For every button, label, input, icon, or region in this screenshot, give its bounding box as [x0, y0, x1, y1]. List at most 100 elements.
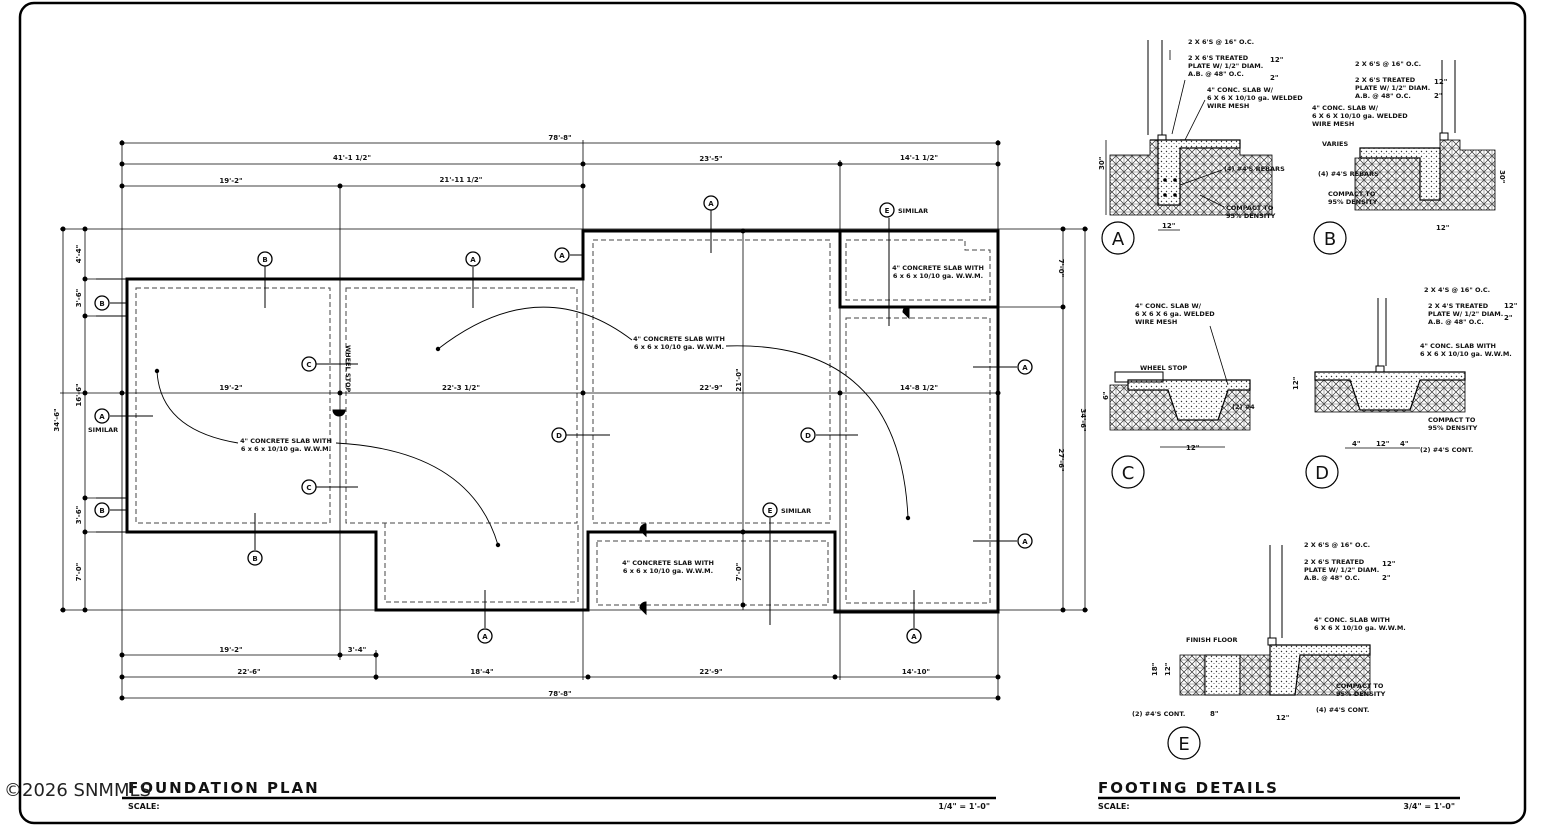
dim-left-3: 16'-6"	[75, 383, 83, 406]
detail-d-note-4: 4" CONC. SLAB WITH	[1420, 342, 1496, 350]
footing-scale-label: SCALE:	[1098, 802, 1130, 811]
detail-d-note-0: 2 X 4'S @ 16" O.C.	[1424, 286, 1490, 294]
detail-b-note-3: A.B. @ 48" O.C.	[1355, 92, 1411, 100]
svg-text:B: B	[99, 507, 104, 515]
footing-detail-d: 2 X 4'S @ 16" O.C. 2 X 4'S TREATED PLATE…	[1292, 286, 1517, 489]
detail-c-letter: C	[1122, 463, 1135, 484]
dim-bottom-row1-1: 19'-2"	[219, 646, 242, 654]
slab-note-3a: 4" CONCRETE SLAB WITH	[892, 264, 984, 272]
tag-a-7: A	[1017, 359, 1033, 375]
detail-c-note-2: WIRE MESH	[1135, 318, 1177, 326]
dim-right-overall: 34'-6"	[1079, 408, 1087, 431]
footing-details-title: FOOTING DETAILS	[1098, 779, 1279, 797]
tag-a-2: A	[703, 195, 719, 211]
foundation-scale-value: 1/4" = 1'-0"	[938, 802, 990, 811]
detail-a-dim-3: 12"	[1162, 222, 1175, 230]
slab-note-1b: 6 x 6 x 10/10 ga. W.W.M.	[634, 343, 724, 351]
detail-a-note-6: WIRE MESH	[1207, 102, 1249, 110]
copyright-watermark: ©2026 SNMMLS	[4, 780, 151, 801]
detail-c-dim-0: 12"	[1186, 444, 1199, 452]
detail-a-note-8: COMPACT TO	[1226, 204, 1274, 212]
dim-left-overall: 34'-6"	[53, 408, 61, 431]
detail-b-note-0: 2 X 6'S @ 16" O.C.	[1355, 60, 1421, 68]
detail-e-note-4: 4" CONC. SLAB WITH	[1314, 616, 1390, 624]
slab-note-1a: 4" CONCRETE SLAB WITH	[633, 335, 725, 343]
svg-text:D: D	[556, 432, 562, 440]
detail-d-dim-4: 12"	[1376, 440, 1389, 448]
detail-e-dim-2: 18"	[1151, 663, 1159, 676]
dim-bottom-row2-2: 18'-4"	[470, 668, 493, 676]
dim-interior-2: 22'-3 1/2"	[442, 384, 480, 392]
detail-b-note-2: PLATE W/ 1/2" DIAM.	[1355, 84, 1430, 92]
dim-bottom-row2-3: 22'-9"	[699, 668, 722, 676]
detail-e-note-1: 2 X 6'S TREATED	[1304, 558, 1365, 566]
detail-b-dim-1: 2"	[1434, 92, 1443, 100]
svg-text:C: C	[306, 361, 311, 369]
detail-a-note-2: PLATE W/ 1/2" DIAM.	[1188, 62, 1263, 70]
detail-b-note-9: COMPACT TO	[1328, 190, 1376, 198]
dim-interior-6: 7'-0"	[735, 563, 743, 581]
detail-b-dim-0: 12"	[1434, 78, 1447, 86]
svg-text:A: A	[482, 633, 488, 641]
foundation-scale-label: SCALE:	[128, 802, 160, 811]
svg-text:A: A	[99, 413, 105, 421]
detail-d-note-3: A.B. @ 48" O.C.	[1428, 318, 1484, 326]
detail-e-note-2: PLATE W/ 1/2" DIAM.	[1304, 566, 1379, 574]
tag-e-2: E	[879, 202, 895, 218]
dim-interior-4: 14'-8 1/2"	[900, 384, 938, 392]
detail-a-note-4: 4" CONC. SLAB W/	[1207, 86, 1274, 94]
tag-a-3: A	[554, 247, 570, 263]
detail-e-note-8: 95% DENSITY	[1336, 690, 1386, 698]
detail-c-note-3: WHEEL STOP	[1140, 364, 1188, 372]
tag-c-1: C	[301, 356, 317, 372]
tag-b-2: B	[94, 295, 110, 311]
tag-a-1: A	[465, 251, 481, 267]
tag-b-3: B	[94, 502, 110, 518]
dim-left-2: 3'-6"	[75, 289, 83, 307]
detail-a-note-7: (4) #4'S REBARS	[1224, 165, 1285, 173]
detail-d-dim-3: 4"	[1352, 440, 1361, 448]
detail-d-note-2: PLATE W/ 1/2" DIAM.	[1428, 310, 1503, 318]
detail-e-note-3: A.B. @ 48" O.C.	[1304, 574, 1360, 582]
dim-bottom-row2-4: 14'-10"	[902, 668, 930, 676]
detail-b-note-1: 2 X 6'S TREATED	[1355, 76, 1416, 84]
detail-c-note-1: 6 X 6 X 6 ga. WELDED	[1135, 310, 1215, 318]
detail-e-note-10: (4) #4'S CONT.	[1316, 706, 1369, 714]
slab-dash-6	[845, 317, 991, 604]
detail-b-note-4: 4" CONC. SLAB W/	[1312, 104, 1379, 112]
foundation-plan: 78'-8" 41'-1 1/2" 23'-5" 14'-1 1/2" 19'-…	[53, 134, 1088, 811]
slab-note-3b: 6 x 6 x 10/10 ga. W.W.M.	[893, 272, 983, 280]
detail-d-dim-5: 4"	[1400, 440, 1409, 448]
dim-bottom-row1-2: 3'-4"	[348, 646, 366, 654]
svg-text:E: E	[885, 207, 890, 215]
detail-e-dim-5: 12"	[1276, 714, 1289, 722]
detail-e-dim-0: 12"	[1382, 560, 1395, 568]
tag-d-2: D	[800, 427, 816, 443]
detail-b-letter: B	[1324, 229, 1336, 250]
slab-dash-1	[135, 287, 331, 524]
dim-top-row3-1: 19'-2"	[219, 177, 242, 185]
detail-b-note-5: 6 X 6 X 10/10 ga. WELDED	[1312, 112, 1408, 120]
svg-text:A: A	[1022, 364, 1028, 372]
footing-detail-a: 2 X 6'S @ 16" O.C. 2 X 6'S TREATED PLATE…	[1098, 38, 1303, 255]
slab-note-4a: 4" CONCRETE SLAB WITH	[622, 559, 714, 567]
footing-details: 2 X 6'S @ 16" O.C. 2 X 6'S TREATED PLATE…	[1098, 38, 1517, 811]
footing-detail-e: 2 X 6'S @ 16" O.C. 2 X 6'S TREATED PLATE…	[1132, 541, 1406, 760]
slab-note-4b: 6 x 6 x 10/10 ga. W.W.M.	[623, 567, 713, 575]
slab-dash-7	[845, 239, 991, 301]
detail-d-note-7: 95% DENSITY	[1428, 424, 1478, 432]
detail-e-dim-4: 8"	[1210, 710, 1219, 718]
tag-a-5: A	[477, 628, 493, 644]
section-tags: B A A A B B C C D D A B A A E A A E	[94, 195, 1033, 644]
section-cut-markers	[332, 305, 910, 616]
detail-d-note-1: 2 X 4'S TREATED	[1428, 302, 1489, 310]
detail-a-note-0: 2 X 6'S @ 16" O.C.	[1188, 38, 1254, 46]
slab-dash-4	[592, 239, 831, 524]
dim-interior-5: 21'-0"	[735, 368, 743, 391]
detail-a-dim-1: 2"	[1270, 74, 1279, 82]
detail-e-letter: E	[1178, 734, 1189, 755]
tag-b-1: B	[257, 251, 273, 267]
detail-c-note-0: 4" CONC. SLAB W/	[1135, 302, 1202, 310]
detail-b-note-8: (4) #4'S REBARS	[1318, 170, 1379, 178]
tag-a-6: A	[906, 628, 922, 644]
